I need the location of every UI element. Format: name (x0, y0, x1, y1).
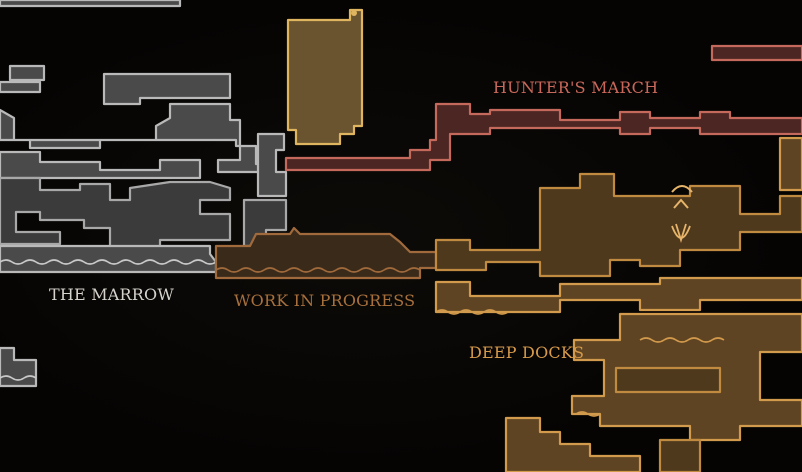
region-the-marrow[interactable] (0, 0, 288, 388)
bell-icon (671, 185, 693, 209)
region-deep-docks[interactable] (434, 136, 802, 472)
sigil-icon (671, 223, 691, 244)
pin-icon (351, 10, 357, 16)
area-label-hunters-march: HUNTER'S MARCH (493, 78, 659, 97)
area-label-the-marrow: THE MARROW (49, 285, 174, 304)
area-label-work-in-progress: WORK IN PROGRESS (234, 291, 416, 310)
region-hunters-march[interactable] (284, 44, 802, 172)
area-label-deep-docks: DEEP DOCKS (469, 343, 585, 362)
region-upper-shaft[interactable] (286, 8, 364, 146)
region-work-in-progress[interactable] (214, 226, 438, 280)
